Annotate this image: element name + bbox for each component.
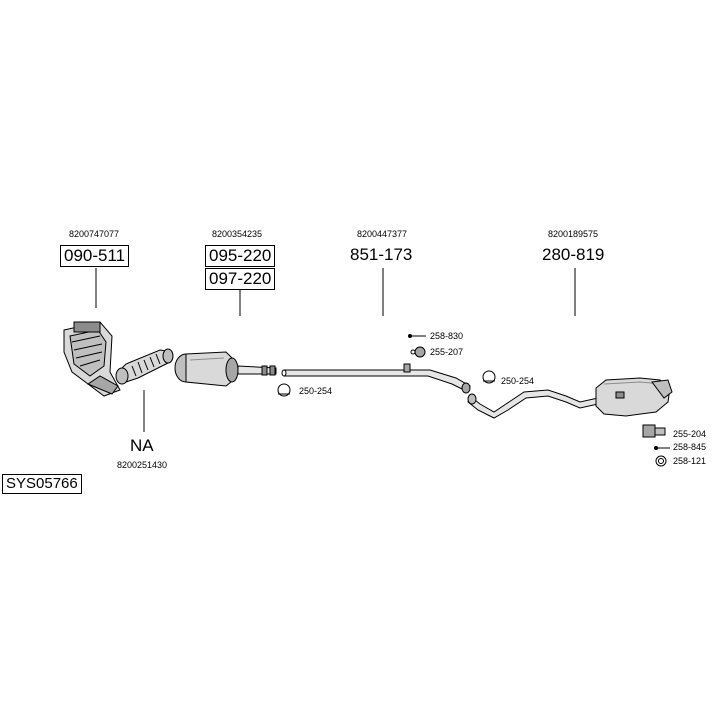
bolt-258-845 xyxy=(654,446,670,450)
oem-number-flex-pipe: 8200251430 xyxy=(117,460,168,470)
accessory-label-258-845: 258-845 xyxy=(673,442,707,452)
part-number-090-511[interactable]: 090-511 xyxy=(60,245,130,267)
middle-pipe-part xyxy=(281,363,471,394)
clamp-250-254-a xyxy=(277,383,291,397)
oem-number-rear-silencer: 8200189575 xyxy=(548,229,599,239)
part-number-280-819[interactable]: 280-819 xyxy=(542,245,605,264)
dpf-part xyxy=(174,351,277,387)
bolt-258-830 xyxy=(408,334,426,338)
oem-number-catalyst: 8200747077 xyxy=(69,229,120,239)
part-number-851-173[interactable]: 851-173 xyxy=(350,245,413,264)
clamp-250-254-b xyxy=(482,370,496,384)
part-number-095-220[interactable]: 095-220 xyxy=(205,245,276,267)
flex-pipe-part xyxy=(115,348,174,385)
oem-number-middle-pipe: 8200447377 xyxy=(357,229,408,239)
rubber-mount-255-204 xyxy=(642,424,666,438)
system-code-label: SYS05766 xyxy=(2,474,82,494)
accessory-label-258-830: 258-830 xyxy=(430,331,464,341)
ring-258-121 xyxy=(655,455,667,467)
accessory-label-255-204: 255-204 xyxy=(673,429,707,439)
bracket-255-207 xyxy=(410,346,426,358)
part-number-na: NA xyxy=(130,436,154,455)
oem-number-dpf: 8200354235 xyxy=(212,229,263,239)
accessory-label-258-121: 258-121 xyxy=(673,456,707,466)
part-number-097-220[interactable]: 097-220 xyxy=(205,268,276,290)
accessory-label-250-254-a: 250-254 xyxy=(299,386,333,396)
accessory-label-250-254-b: 250-254 xyxy=(501,376,535,386)
catalyst-manifold-part xyxy=(63,321,121,397)
rear-silencer-part xyxy=(467,377,673,419)
accessory-label-255-207: 255-207 xyxy=(430,347,464,357)
